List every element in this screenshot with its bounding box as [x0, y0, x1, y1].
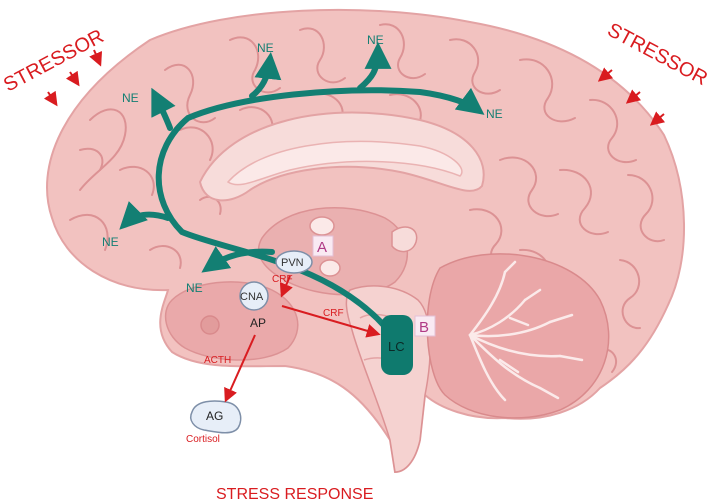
stressor-right-label: STRESSOR — [604, 19, 709, 90]
stressor-left-label: STRESSOR — [0, 25, 107, 96]
cerebellum — [426, 253, 610, 419]
marker-b-box — [414, 315, 436, 337]
ag-label: AG — [206, 409, 223, 423]
noradrenergic-pathway — [119, 41, 485, 333]
ne-label-6: NE — [186, 281, 203, 295]
lc-label: LC — [388, 339, 405, 354]
ne-label-3: NE — [367, 33, 384, 47]
ne-label-5: NE — [102, 235, 119, 249]
pvn-label: PVN — [281, 257, 304, 269]
cna-label: CNA — [240, 291, 264, 303]
ap-label: AP — [250, 316, 266, 330]
ne-label-4: NE — [486, 107, 503, 121]
crf-label-1: CRF — [272, 274, 293, 285]
ne-label-1: NE — [122, 91, 139, 105]
marker-a-label: A — [317, 239, 327, 256]
locus-coeruleus — [381, 315, 413, 375]
ne-label-2: NE — [257, 41, 274, 55]
adrenal-gland — [190, 400, 242, 434]
stressor-arrows — [43, 49, 666, 126]
pvn-node — [275, 250, 313, 274]
corpus-callosum — [198, 111, 485, 202]
stress-response-label: STRESS RESPONSE — [216, 486, 373, 503]
marker-b-label: B — [419, 319, 429, 336]
cortisol-label: Cortisol — [186, 434, 220, 445]
crf-label-2: CRF — [323, 308, 344, 319]
cna-node — [239, 281, 269, 311]
marker-a-box — [312, 235, 334, 257]
hpa-arrows — [224, 275, 381, 403]
acth-label: ACTH — [204, 355, 231, 366]
